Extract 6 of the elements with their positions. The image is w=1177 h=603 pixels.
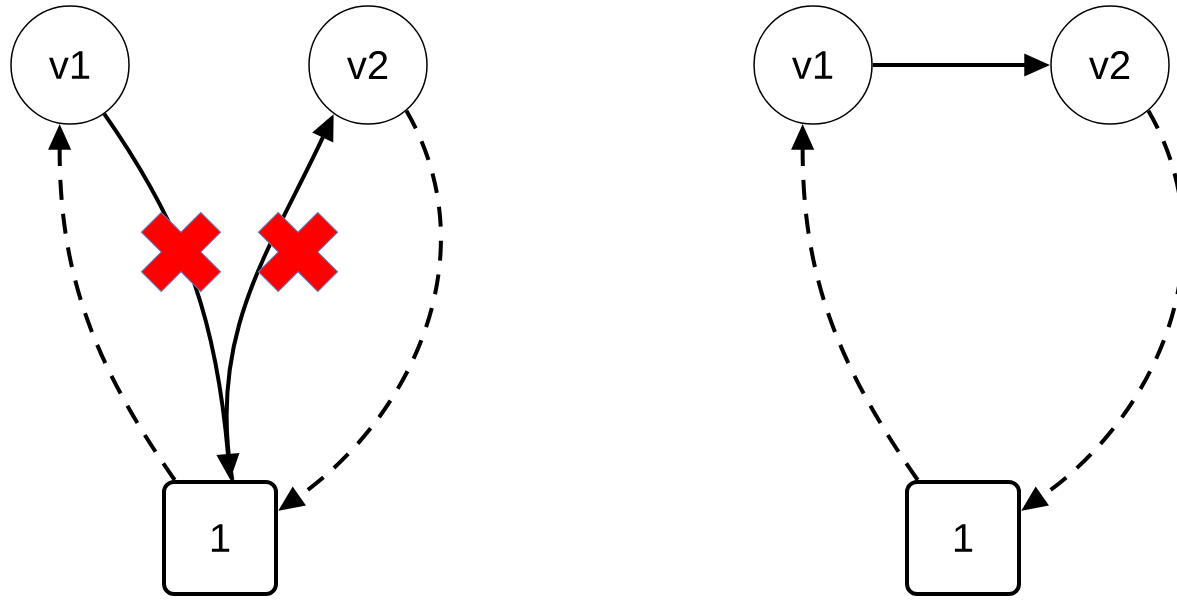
circle-node: v1 [10, 5, 130, 125]
square-node: 1 [905, 480, 1021, 596]
circle-node: v2 [308, 5, 428, 125]
circle-node: v1 [753, 5, 873, 125]
square-node: 1 [162, 480, 278, 596]
circle-node: v2 [1050, 5, 1170, 125]
